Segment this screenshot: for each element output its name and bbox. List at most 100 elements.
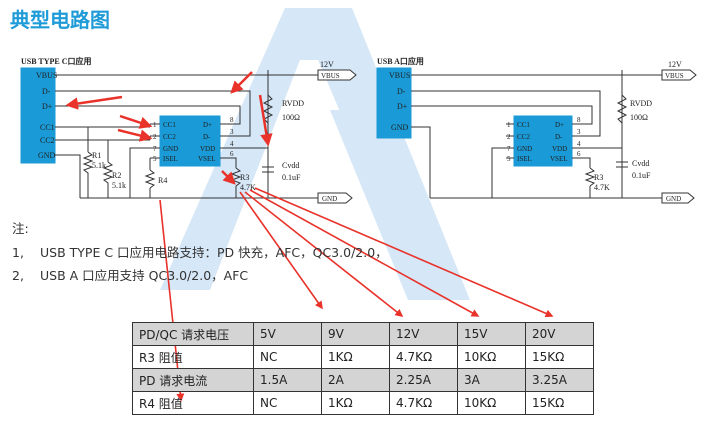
note-item: 1,USB TYPE C 口应用电路支持：PD 快充，AFC，QC3.0/2.0… [12,242,388,261]
arrow-r3-to-9v [239,191,323,310]
right-port-pin-gnd: GND [391,123,409,132]
left-r4-label: R4 [158,176,167,185]
right-heading: USB A口应用 [377,56,424,66]
usb-c-port-block [20,67,56,164]
left-cvdd-label: Cvdd [282,161,299,170]
table-cell: 2.25A [389,368,458,392]
left-cvdd-value: 0.1uF [282,173,301,182]
gnd-net-flag [317,192,353,204]
left-heading: USB TYPE C口应用 [21,56,92,66]
table-row: R3 阻值 NC 1KΩ 4.7KΩ 10KΩ 15KΩ [132,345,594,369]
note-item-number: 1, [12,245,24,260]
table-cell: 4.7KΩ [389,391,458,415]
right-chip-pin1-name: CC1 [517,121,530,129]
page-title: 典型电路图 [10,8,110,32]
note-item-number: 2, [12,268,24,283]
r3-resistor [230,167,242,187]
table-cell: 1KΩ [321,345,390,369]
right-gnd-net-flag [661,192,695,204]
right-vbus-flag-label: VBUS [665,72,684,80]
left-chip-pin8-num: 8 [230,116,234,124]
table-cell: NC [253,345,322,369]
table-cell: 15V [457,322,526,346]
left-chip-pin1-num: 1 [153,121,157,129]
right-chip-pin7-name: GND [517,145,532,153]
arrow-to-r3 [221,170,236,185]
r2-resistor [102,161,114,198]
left-rvdd-label: RVDD [282,99,304,108]
table-cell: R4 阻值 [132,391,254,415]
right-chip-pin8-num: 8 [577,116,581,124]
left-port-pin-dminus: D- [42,87,51,96]
left-r3-label: R3 [240,173,249,182]
right-gnd-flag-label: GND [666,195,681,203]
right-port-pin-dplus: D+ [397,102,408,111]
left-chip-pin5-name: ISEL [163,155,178,163]
left-r2-value: 5.1k [112,181,126,190]
left-12v-label: 12V [320,60,334,69]
left-vbus-flag-label: VBUS [321,72,340,80]
table-cell: 12V [389,322,458,346]
arrow-r3-to-12v [244,191,404,317]
notes-heading: 注: [12,221,29,236]
left-port-pin-gnd: GND [38,151,56,160]
vbus-net-flag [317,69,357,81]
table-cell: 5V [253,322,322,346]
table-cell: 1.5A [253,368,322,392]
left-chip-pin3-name: D- [203,133,211,141]
r4-resistor [144,169,156,189]
left-chip-pin8-name: D+ [203,121,212,129]
right-cvdd-value: 0.1uF [632,171,651,180]
right-rvdd-resistor [616,94,628,124]
left-chip-block [159,115,221,167]
arrow-to-cc2 [117,128,153,142]
left-r1-label: R1 [92,151,101,160]
arrow-to-dplus [65,95,123,110]
table-cell: 10KΩ [457,391,526,415]
left-port-pin-vbus: VBUS [36,71,57,80]
usb-a-port-block [376,67,412,139]
right-r3-label: R3 [594,173,603,182]
right-chip-pin6-name: VSEL [550,155,568,163]
right-chip-pin7-num: 7 [507,145,511,153]
right-rvdd-value: 100Ω [630,113,648,122]
table-row: PD 请求电流 1.5A 2A 2.25A 3A 3.25A [132,368,594,392]
left-circuit [20,67,357,204]
table-cell: 9V [321,322,390,346]
right-port-pin-dminus: D- [397,87,406,96]
left-port-pin-cc1: CC1 [40,123,55,132]
right-chip-pin5-num: 5 [507,155,511,163]
left-r3-value: 4.7K [240,183,256,192]
table-row: R4 阻值 NC 1KΩ 4.7KΩ 10KΩ 15KΩ [132,391,594,415]
right-cvdd-label: Cvdd [632,159,649,168]
left-port-pin-cc2: CC2 [40,136,55,145]
arrow-to-dminus [230,71,253,94]
left-chip-pin7-num: 7 [153,145,157,153]
left-r2-label: R2 [112,171,121,180]
left-rvdd-value: 100Ω [282,113,300,122]
right-chip-block [513,115,573,167]
right-chip-pin2-num: 2 [507,133,511,141]
table-cell: 3A [457,368,526,392]
table-cell: PD/QC 请求电压 [132,322,254,346]
table-row: PD/QC 请求电压 5V 9V 12V 15V 20V [132,322,594,346]
arrow-r3-to-20v [254,187,554,318]
note-item-text: USB A 口应用支持 QC3.0/2.0，AFC [40,268,249,283]
right-r3-resistor [584,167,596,187]
rvdd-resistor [262,94,274,124]
right-chip-pin3-num: 3 [577,128,581,136]
table-cell: 20V [525,322,594,346]
arrow-r3-to-15v [249,189,480,317]
right-chip-pin8-name: D+ [555,121,564,129]
right-chip-pin5-name: ISEL [517,155,532,163]
right-rvdd-label: RVDD [630,99,652,108]
left-port-pin-dplus: D+ [42,102,53,111]
left-chip-pin2-name: CC2 [163,133,176,141]
right-chip-pin3-name: D- [555,133,563,141]
left-chip-pin2-num: 2 [153,133,157,141]
resistor-spec-table: PD/QC 请求电压 5V 9V 12V 15V 20V R3 阻值 NC 1K… [132,322,594,415]
table-cell: R3 阻值 [132,345,254,369]
right-chip-pin2-name: CC2 [517,133,530,141]
